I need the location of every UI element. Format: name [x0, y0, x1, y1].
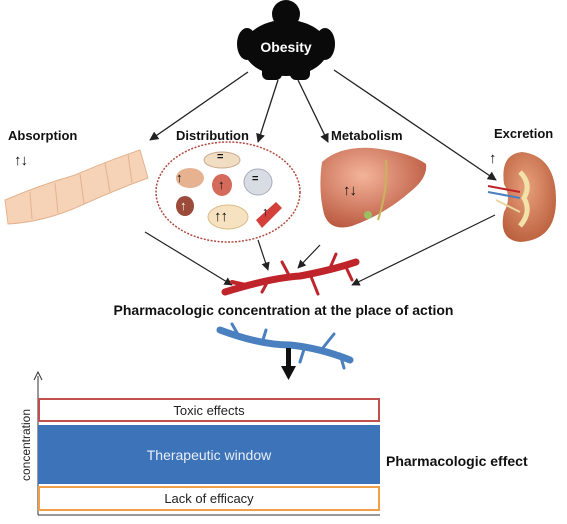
obesity-silhouette-icon — [237, 0, 335, 80]
brain-effect: = — [217, 151, 224, 163]
site-of-action-label: Pharmacologic concentration at the place… — [113, 302, 454, 318]
pharmacologic-effect-label: Pharmacologic effect — [386, 453, 528, 469]
metabolism-label: Metabolism — [331, 128, 403, 143]
lack-of-efficacy-band: Lack of efficacy — [38, 486, 380, 511]
liver-icon — [320, 147, 427, 228]
down-arrow-icon — [281, 348, 296, 380]
distribution-organs-icon — [155, 141, 301, 243]
absorption-effect: ↑↓ — [14, 152, 28, 169]
heart-effect: ↑ — [218, 177, 224, 192]
vein-icon — [216, 322, 354, 370]
gallbladder-icon — [364, 211, 372, 219]
excretion-label: Excretion — [494, 126, 554, 141]
metabolism-effect: ↑↓ — [343, 182, 357, 199]
liver-bile-duct-icon — [377, 159, 388, 221]
liver-effect: ↑ — [176, 170, 182, 185]
muscle-effect: ↑ — [262, 204, 268, 219]
kidney-effect: ↑ — [180, 198, 186, 213]
artery-icon — [221, 252, 360, 296]
intestine-icon — [4, 149, 149, 225]
excretion-effect: ↑ — [489, 150, 496, 167]
lungs-effect: = — [252, 173, 259, 185]
distribution-label: Distribution — [176, 128, 249, 143]
concentration-axis-label: concentration — [19, 408, 33, 482]
therapeutic-window-band: Therapeutic window — [38, 425, 380, 484]
converging-arrows — [144, 214, 496, 286]
kidney-icon — [487, 152, 556, 242]
obesity-arrows — [149, 69, 497, 181]
stomach-effect: ↑↑ — [214, 208, 228, 225]
obesity-label: Obesity — [260, 39, 312, 55]
toxic-effects-band: Toxic effects — [38, 398, 380, 422]
absorption-label: Absorption — [8, 128, 78, 143]
